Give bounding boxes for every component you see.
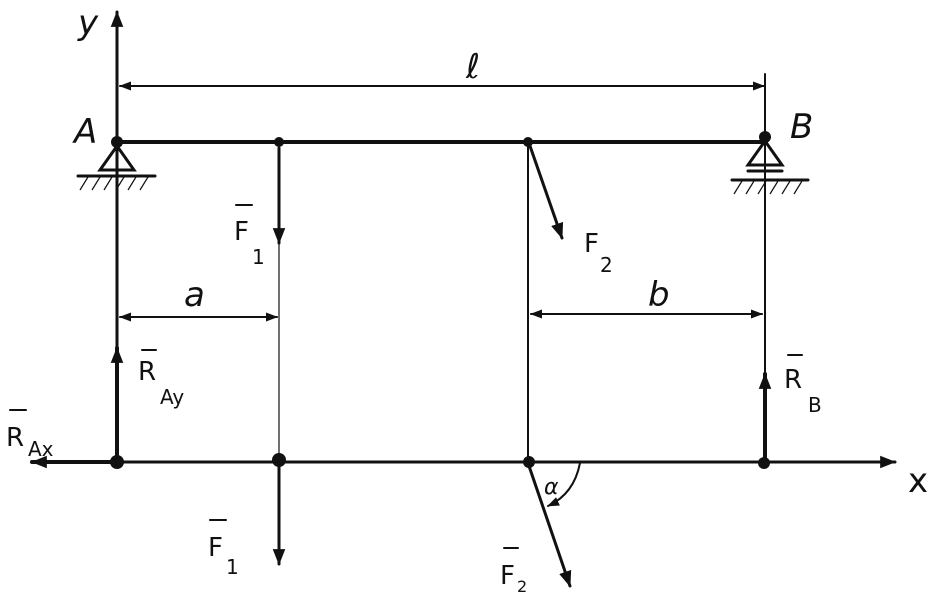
svg-text:F: F (500, 561, 515, 591)
reaction-b-label: R B (784, 354, 822, 417)
svg-text:1: 1 (226, 555, 239, 579)
svg-text:Ay: Ay (160, 385, 184, 409)
svg-text:F: F (234, 217, 249, 247)
svg-text:R: R (784, 365, 802, 395)
svg-text:1: 1 (252, 245, 265, 269)
point-b-node (759, 131, 771, 143)
svg-text:F: F (584, 229, 599, 259)
svg-text:B: B (808, 393, 822, 417)
svg-text:R: R (138, 357, 156, 387)
force-f2-bottom-arrow (527, 464, 572, 588)
angle-alpha-arc (547, 462, 581, 507)
svg-text:2: 2 (600, 253, 613, 277)
reaction-ay-label: R Ay (138, 349, 184, 409)
dimension-a-label: a (184, 275, 205, 315)
span-length-label: ℓ (465, 47, 480, 87)
point-a-label: A (72, 112, 97, 152)
svg-text:2: 2 (517, 577, 527, 596)
svg-text:R: R (6, 423, 24, 453)
point-a-node (111, 136, 123, 148)
force-f2-top-arrow (528, 144, 564, 240)
svg-text:Ax: Ax (28, 437, 54, 461)
reaction-ax-label: R Ax (6, 409, 54, 461)
svg-text:F: F (208, 533, 223, 563)
force-f1-top-label: F 1 (234, 204, 265, 269)
force-f1-bottom-label: F 1 (208, 519, 239, 579)
f1-node-top (274, 137, 284, 147)
pin-support-a (76, 143, 157, 191)
bottom-node-f2 (523, 456, 535, 468)
force-f2-top-label: F 2 (584, 229, 613, 277)
x-axis-label: x (908, 461, 928, 501)
bottom-node-f1 (272, 453, 286, 467)
angle-alpha-label: α (544, 475, 559, 500)
roller-support-b (730, 138, 810, 195)
force-f2-bottom-label: F 2 (500, 547, 527, 596)
dimension-b-label: b (648, 275, 670, 315)
f2-node-top (523, 137, 533, 147)
y-axis-label: y (77, 3, 99, 43)
point-b-label: B (790, 107, 813, 147)
